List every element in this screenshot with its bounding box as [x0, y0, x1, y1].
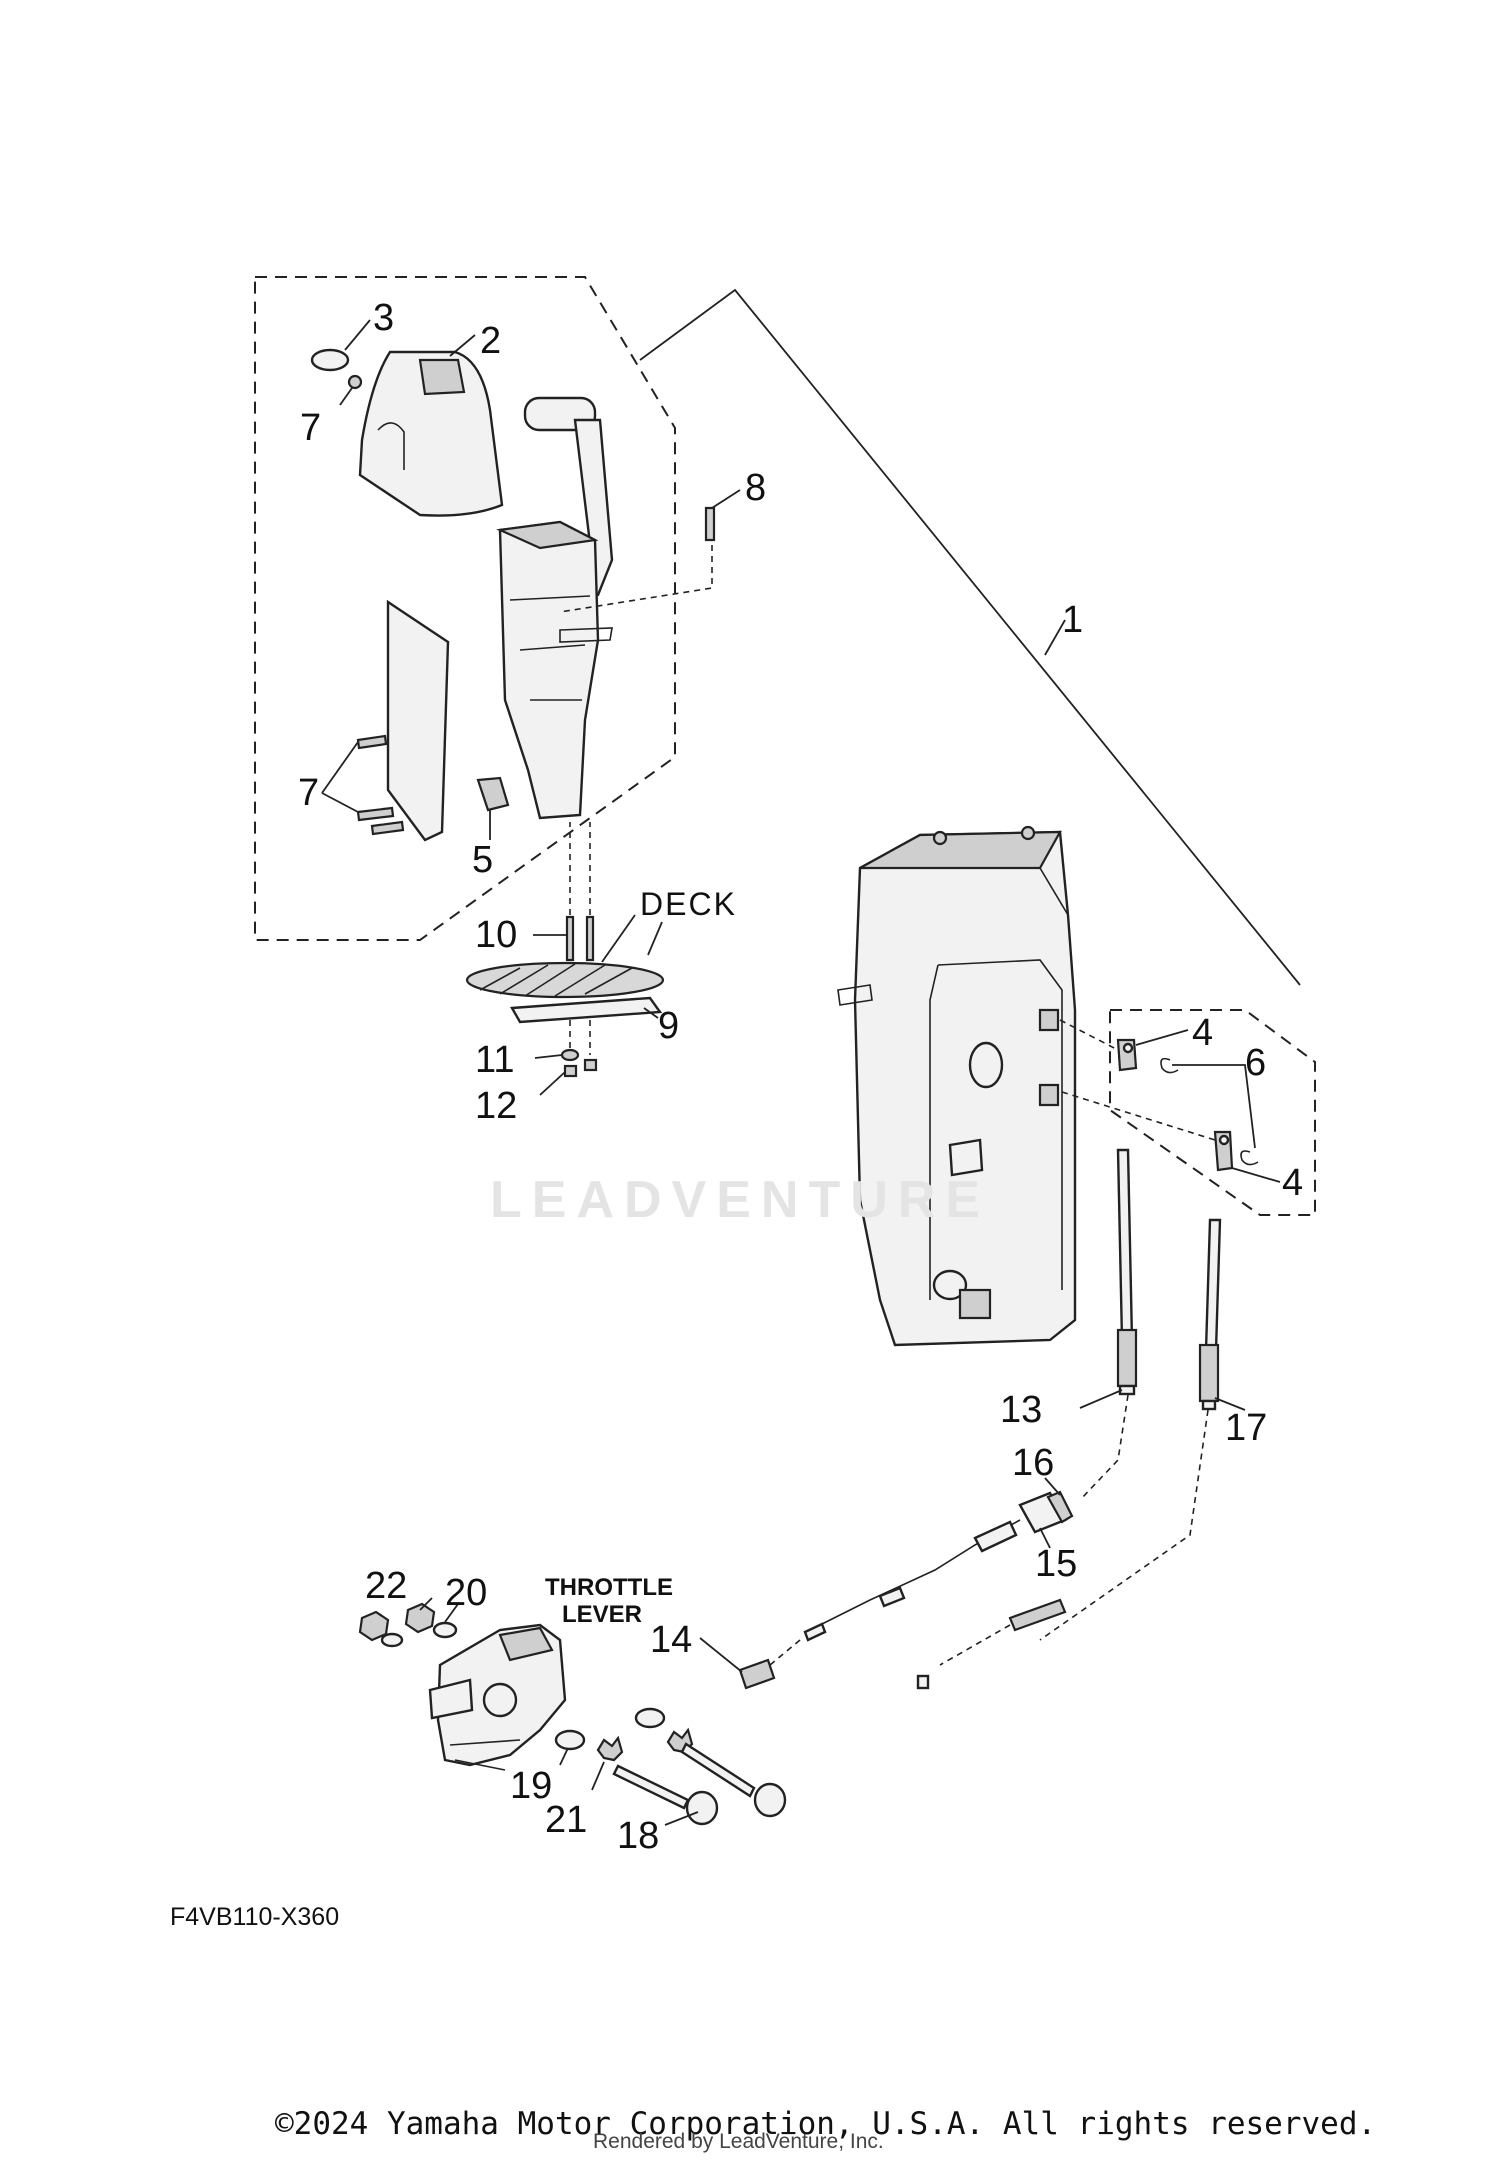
mounting-bolt-left: [565, 915, 575, 962]
callout-7-lower: 7: [298, 772, 319, 814]
callout-17: 17: [1225, 1407, 1267, 1449]
nut-12-right: [583, 1058, 598, 1072]
cover-screw: [347, 374, 363, 390]
group-boundary-upper: [254, 276, 676, 941]
callout-21: 21: [545, 1799, 587, 1841]
callout-6: 6: [1245, 1042, 1266, 1084]
bolt-8: [704, 506, 716, 542]
callout-4-lower: 4: [1282, 1162, 1303, 1204]
callout-22: 22: [365, 1565, 407, 1607]
callout-13: 13: [1000, 1389, 1042, 1431]
clip-6-upper: [1160, 1057, 1179, 1074]
callout-9: 9: [658, 1005, 679, 1047]
callout-2: 2: [480, 320, 501, 362]
throttle-lever-label-line2: LEVER: [562, 1601, 642, 1628]
shift-cable-end: [1116, 1148, 1138, 1396]
long-bolt-18-right: [680, 1742, 787, 1818]
cover-cap: [310, 348, 350, 372]
throttle-lever-label-line1: THROTTLE: [545, 1574, 673, 1601]
callout-19: 19: [510, 1765, 552, 1807]
watermark: LEADVENTURE: [490, 1171, 991, 1229]
callout-11: 11: [475, 1039, 514, 1081]
deck-panel: [465, 961, 665, 999]
cable-fitting-15-16: [1018, 1490, 1074, 1534]
callout-18: 18: [617, 1815, 659, 1857]
callout-7-upper: 7: [300, 407, 321, 449]
callout-20: 20: [445, 1572, 487, 1614]
callout-16: 16: [1012, 1442, 1054, 1484]
washer-20-right: [432, 1621, 458, 1639]
callout-15: 15: [1035, 1543, 1077, 1585]
deck-label: DECK: [640, 886, 737, 922]
plate-screws: [356, 734, 405, 836]
callout-14: 14: [650, 1619, 692, 1661]
rendered-by-notice: Rendered by LeadVenture, Inc.: [593, 2130, 884, 2153]
cable-joint-lower: [1213, 1130, 1234, 1172]
control-body-upper: [496, 520, 613, 820]
washer-19-right: [634, 1707, 666, 1729]
neutral-switch: [476, 776, 510, 812]
cable-end-14: [738, 1658, 776, 1690]
mounting-bolt-right: [585, 915, 595, 962]
cable-link-rod: [1008, 1598, 1067, 1632]
assembly-bracket: [639, 288, 1301, 986]
throttle-cable-end: [1198, 1218, 1222, 1411]
washer-20-left: [380, 1632, 404, 1648]
link-pin: [916, 1674, 930, 1690]
star-washer-21-left: [596, 1735, 624, 1762]
callout-8: 8: [745, 467, 766, 509]
callout-5: 5: [472, 839, 493, 881]
callout-1: 1: [1062, 599, 1083, 641]
callout-leaders: [321, 319, 1281, 1826]
nut-12-left: [563, 1064, 578, 1078]
callout-3: 3: [373, 297, 394, 339]
side-plate: [386, 599, 450, 842]
control-cover: [358, 350, 504, 517]
drawing-code: F4VB110-X360: [170, 1903, 340, 1931]
callout-10: 10: [475, 914, 517, 956]
washer-19-left: [554, 1729, 586, 1751]
remote-control-box: [837, 825, 1077, 1347]
clip-6-lower: [1240, 1150, 1259, 1166]
callout-4-upper: 4: [1192, 1012, 1213, 1054]
washer-11: [560, 1048, 580, 1062]
copyright-notice: ©2024 Yamaha Motor Corporation, U.S.A. A…: [275, 2106, 1377, 2142]
callout-12: 12: [475, 1085, 517, 1127]
throttle-lever-assembly: [428, 1623, 567, 1771]
bracket-9: [510, 996, 663, 1024]
nut-22-right: [404, 1602, 436, 1634]
long-bolt-18-left: [612, 1764, 719, 1826]
cable-joint-upper: [1116, 1038, 1138, 1072]
